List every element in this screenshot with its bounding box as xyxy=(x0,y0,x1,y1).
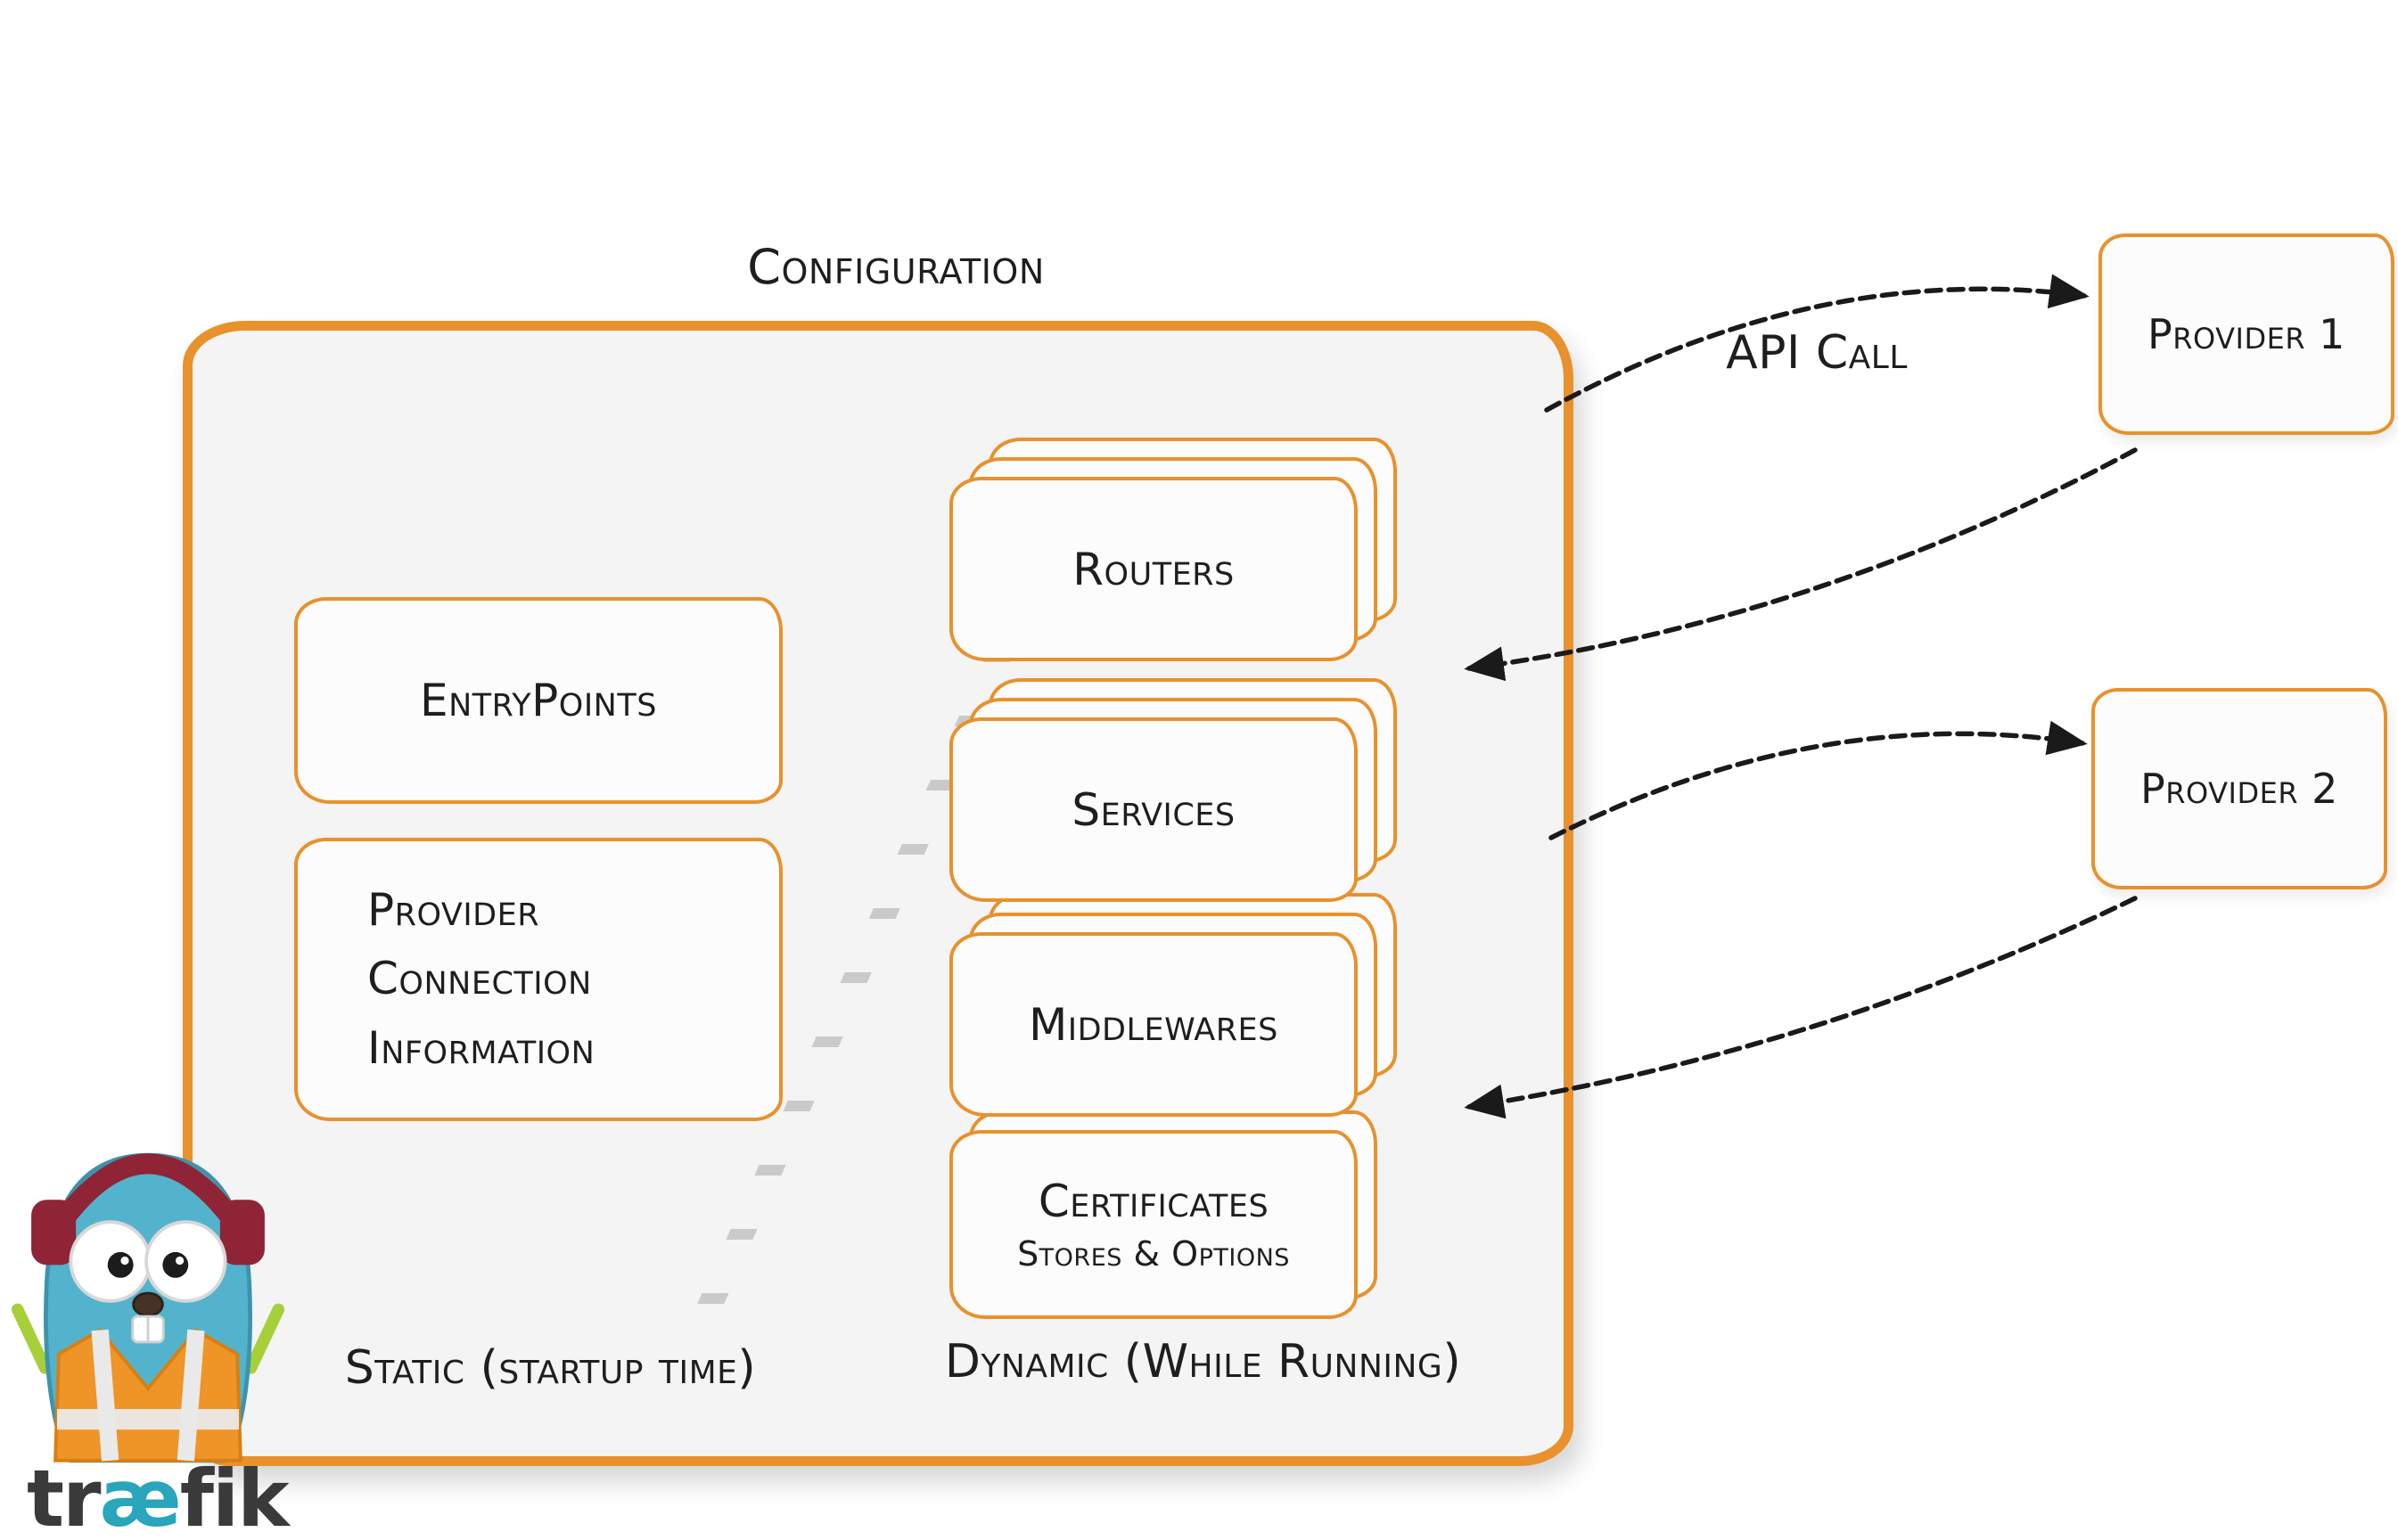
services-stack: Services xyxy=(949,678,1397,902)
provider-1-label: Provider 1 xyxy=(2148,310,2345,358)
diagram-title: Configuration xyxy=(747,239,1045,295)
middlewares-stack: Middlewares xyxy=(949,893,1397,1117)
provider-connection-box: Provider Connection Information xyxy=(294,838,783,1121)
services-label: Services xyxy=(1072,783,1236,836)
provider-2-box: Provider 2 xyxy=(2091,688,2387,889)
traefik-gopher-mascot xyxy=(11,1152,285,1463)
brand-text-ae: æ xyxy=(99,1453,181,1540)
certificates-label: Certificates xyxy=(1038,1175,1269,1227)
services-box: Services xyxy=(949,717,1358,902)
routers-stack: Routers xyxy=(949,438,1397,661)
static-section-caption: Static (startup time) xyxy=(344,1341,757,1395)
api-call-label: API Call xyxy=(1726,326,1908,380)
middlewares-box: Middlewares xyxy=(949,932,1358,1117)
provider-connection-label: Provider Connection Information xyxy=(367,883,595,1074)
traefik-wordmark: træfik xyxy=(27,1453,290,1540)
brand-text-pre: tr xyxy=(27,1453,101,1540)
certificates-subtitle: Stores & Options xyxy=(1017,1234,1290,1274)
certificates-stack: Certificates Stores & Options xyxy=(949,1110,1377,1319)
arrow-config-to-provider2 xyxy=(1548,720,2088,840)
provider-2-label: Provider 2 xyxy=(2140,765,2338,813)
provider-1-box: Provider 1 xyxy=(2098,233,2394,435)
routers-label: Routers xyxy=(1072,543,1235,595)
entrypoints-label: EntryPoints xyxy=(420,675,657,726)
routers-box: Routers xyxy=(949,477,1358,661)
certificates-box: Certificates Stores & Options xyxy=(949,1130,1358,1319)
dynamic-section-caption: Dynamic (While Running) xyxy=(944,1335,1462,1388)
entrypoints-box: EntryPoints xyxy=(294,597,783,804)
brand-text-post: fik xyxy=(179,1453,290,1540)
middlewares-label: Middlewares xyxy=(1029,998,1278,1051)
